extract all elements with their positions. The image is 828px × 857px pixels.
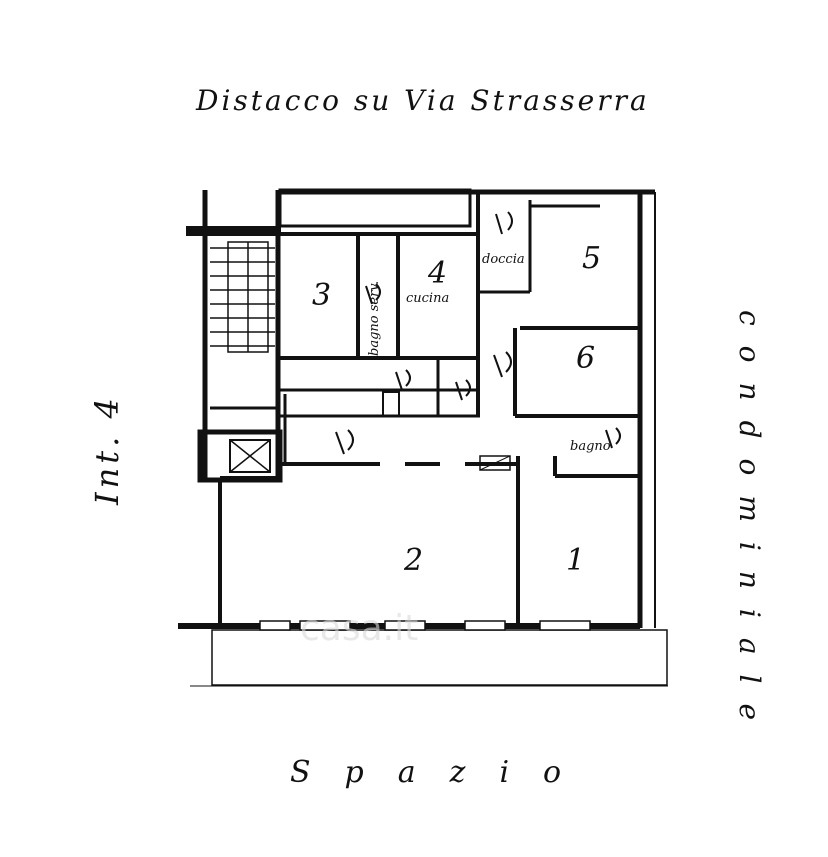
room-label-5: 5 [582, 241, 601, 276]
room-label-6: 6 [576, 341, 595, 376]
windows [259, 620, 591, 631]
stairwell [186, 190, 283, 483]
side-label-right: condominiale [733, 310, 766, 740]
room-label-doccia: doccia [482, 252, 525, 267]
header-title: Distacco su Via Strasserra [195, 84, 650, 117]
watermark: casa.it [300, 608, 418, 649]
room-label-3: 3 [312, 278, 331, 313]
handwritten-marks [335, 211, 621, 455]
footer-label: Spazio [290, 755, 595, 790]
interior-walls [220, 192, 640, 626]
room-label-cucina: cucina [406, 291, 449, 306]
room-label-2: 2 [403, 543, 423, 578]
room-label-1: 1 [566, 543, 585, 578]
side-label-left: Int. 4 [88, 394, 126, 506]
room-label-bagno: bagno [570, 439, 611, 454]
room-label-4: 4 [427, 256, 447, 291]
